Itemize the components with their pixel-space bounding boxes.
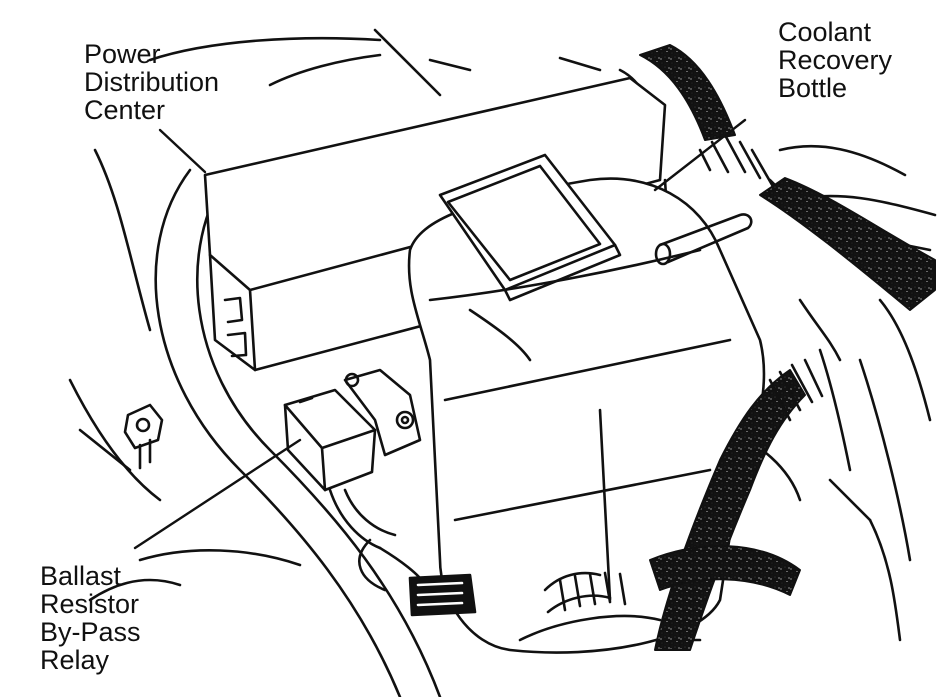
crb-label-line-3: Bottle [778, 73, 848, 103]
crb-label-line-1: Coolant [778, 17, 872, 47]
leader-line-relay [133, 438, 302, 550]
bottle-cap [438, 153, 622, 302]
leader-line-pdc [158, 128, 207, 174]
dark-speckled-hoses [639, 44, 936, 651]
power-distribution-center-label: Power Distribution Center [84, 40, 219, 124]
mounting-bracket [343, 368, 422, 457]
leader-lines [133, 118, 747, 550]
wire-connector [408, 573, 477, 617]
pdc-label-line-2: Distribution [84, 67, 220, 97]
bottle-overflow-nipple [654, 213, 753, 266]
relay-label-line-1: Ballast [40, 561, 122, 591]
ballast-resistor-bypass-relay-label: Ballast Resistor By-Pass Relay [40, 562, 141, 674]
background-engine-lines [68, 28, 937, 642]
relay-label-line-2: Resistor [40, 589, 140, 619]
coolant-recovery-bottle-label: Coolant Recovery Bottle [778, 18, 892, 102]
ribbed-hose-top [698, 133, 792, 202]
left-curved-hose [154, 168, 442, 697]
pdc-label-line-1: Power [84, 39, 161, 69]
left-bolt [123, 403, 164, 470]
relay-label-line-4: Relay [40, 645, 110, 675]
crb-label-line-2: Recovery [778, 45, 893, 75]
lower-ribbed-hose [518, 571, 662, 642]
ribbed-fitting-right [768, 298, 852, 472]
pdc-label-line-3: Center [84, 95, 166, 125]
relay-label-line-3: By-Pass [40, 617, 141, 647]
leader-line-crb [653, 118, 747, 192]
ballast-resistor-bypass-relay [283, 388, 377, 492]
